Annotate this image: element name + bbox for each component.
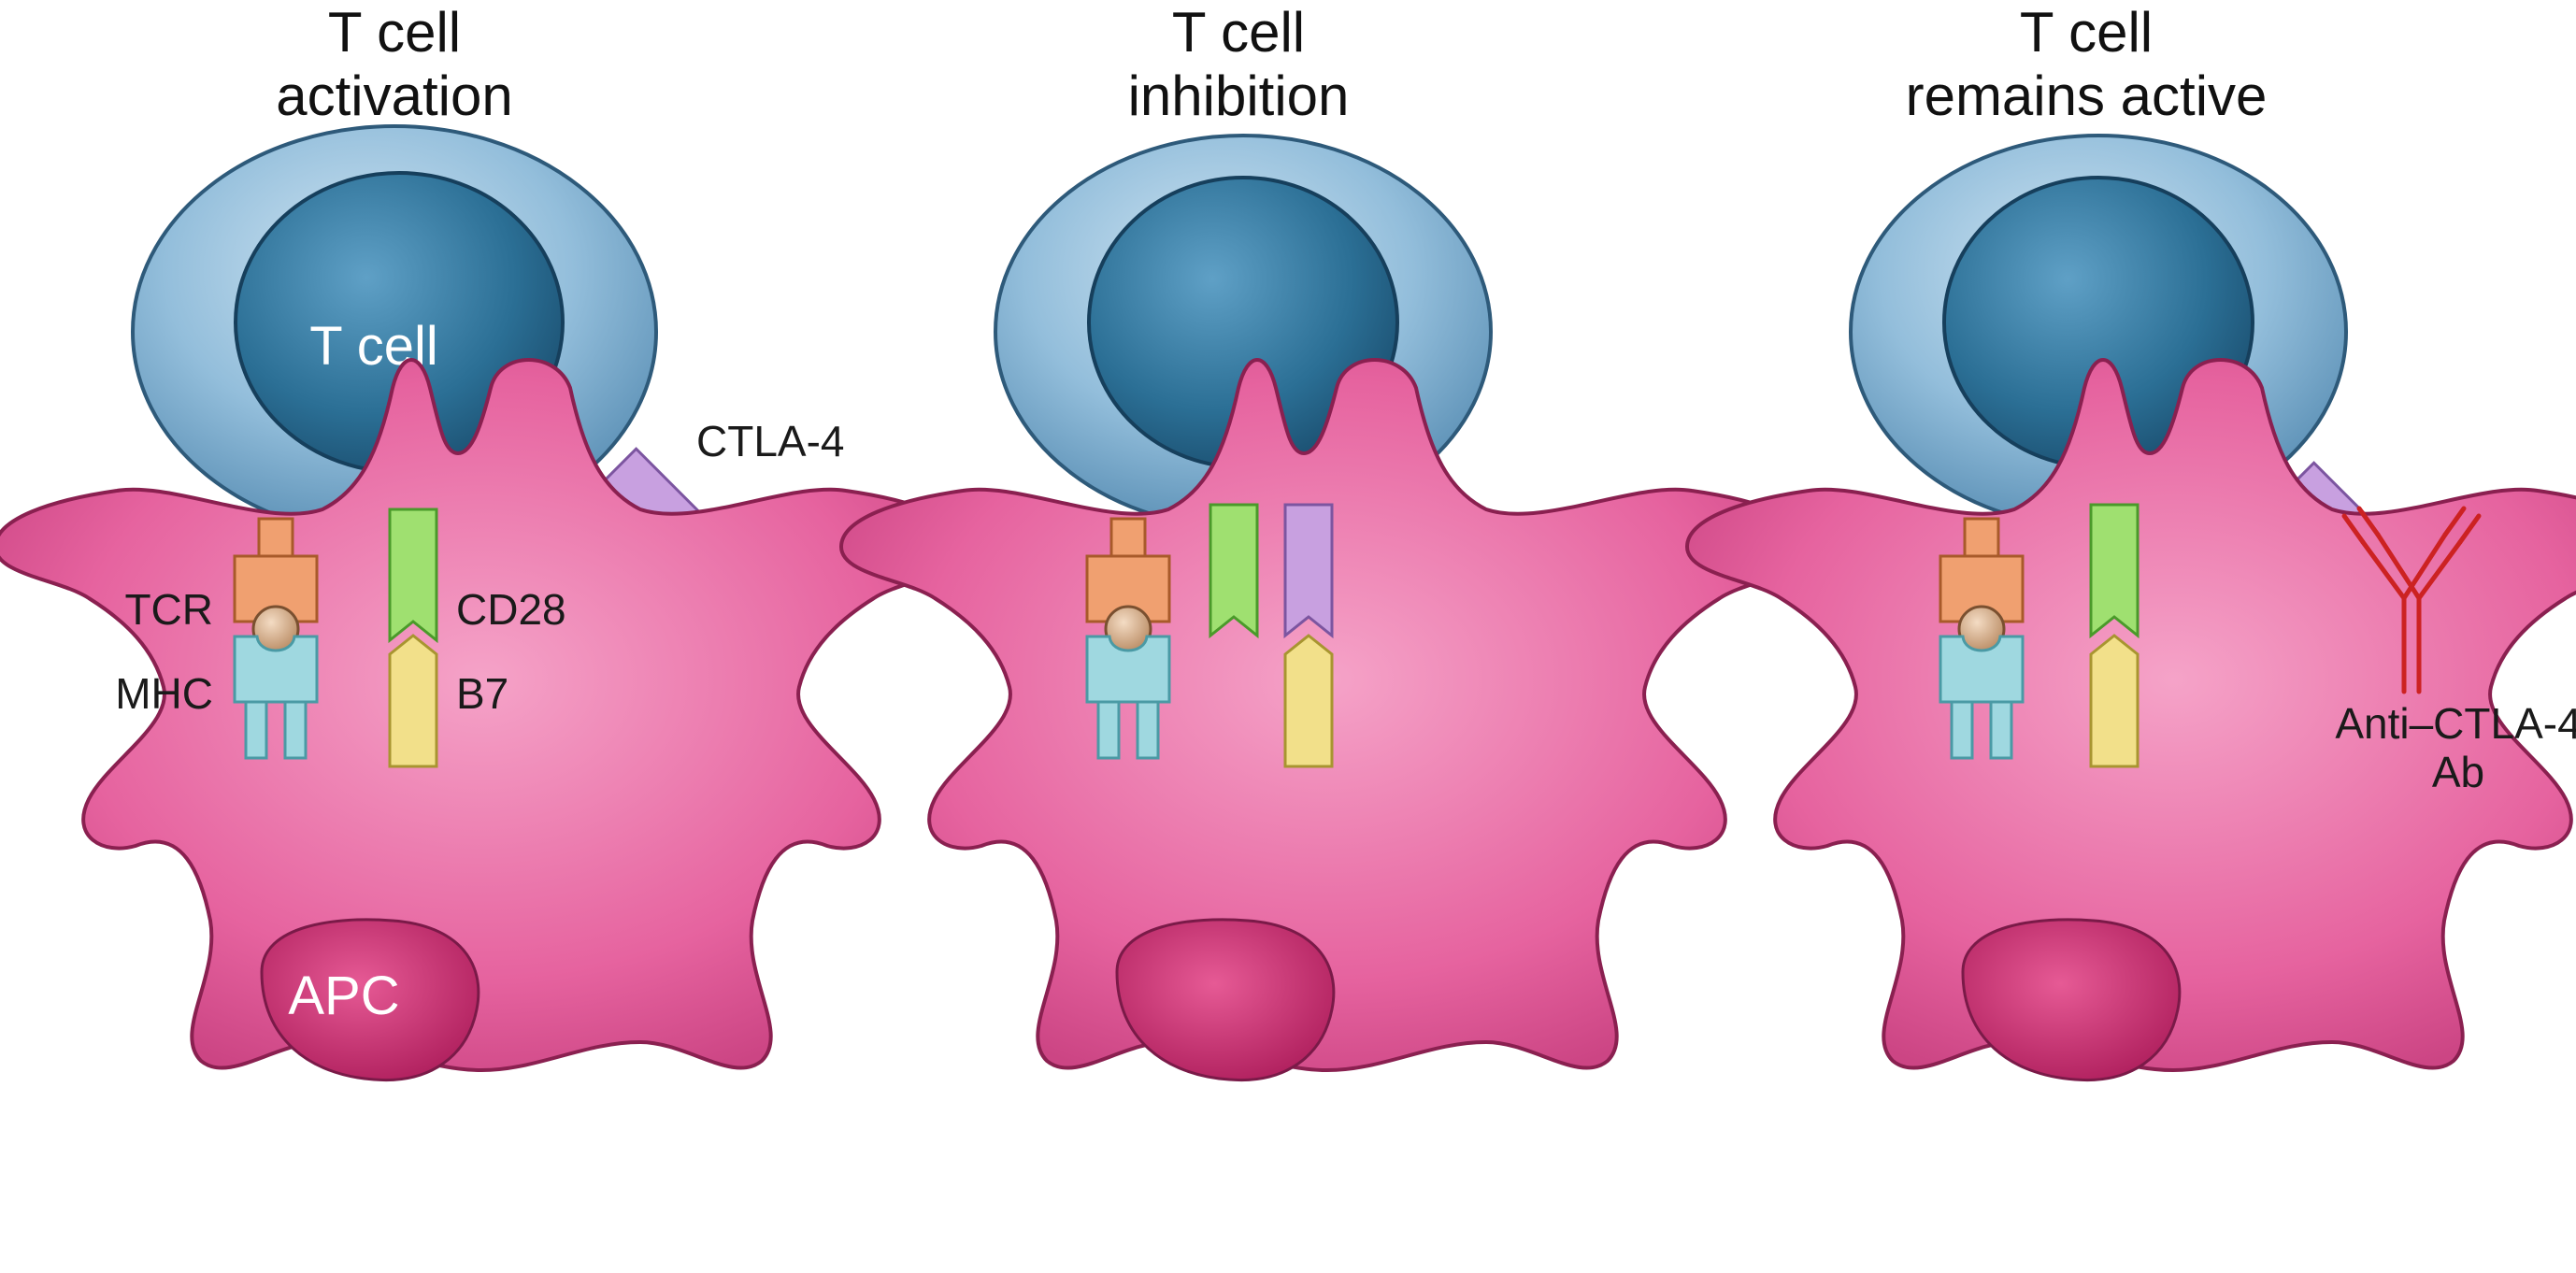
b7-ligand bbox=[2089, 634, 2140, 768]
b7-label: B7 bbox=[456, 669, 508, 718]
t-cell bbox=[131, 124, 658, 539]
panel-activation: T cell activation T cell APC CTLA-4 TCR … bbox=[0, 1, 969, 1082]
mhc-label: MHC bbox=[115, 669, 213, 718]
cd28-receptor bbox=[2089, 503, 2140, 637]
panel-title-line1: T cell bbox=[328, 1, 461, 64]
panel-title-line2: inhibition bbox=[1128, 64, 1350, 127]
cd28-label: CD28 bbox=[456, 585, 566, 634]
panel-inhibition: T cell inhibition bbox=[839, 1, 1815, 1082]
b7-ligand bbox=[1283, 634, 1334, 768]
b7-ligand bbox=[388, 634, 438, 768]
panel-remains-active: T cell remains active bbox=[1685, 1, 2576, 1082]
panel-title-line1: T cell bbox=[2020, 1, 2153, 64]
antibody-label-line2: Ab bbox=[2432, 748, 2484, 796]
panel-title-line2: remains active bbox=[1906, 64, 2268, 127]
t-cell bbox=[994, 134, 1493, 530]
anti-ctla4-antibody bbox=[2341, 506, 2482, 694]
apc-cell bbox=[0, 358, 969, 1082]
cd28-receptor bbox=[388, 508, 438, 642]
ctla4-receptor bbox=[1283, 503, 1334, 637]
apc-label: APC bbox=[288, 965, 399, 1026]
panel-title-line1: T cell bbox=[1172, 1, 1305, 64]
panel-title-line2: activation bbox=[276, 64, 512, 127]
ctla4-label: CTLA-4 bbox=[696, 417, 844, 465]
antibody-label-line1: Anti–CTLA-4 bbox=[2335, 699, 2576, 748]
tcr-label: TCR bbox=[124, 585, 213, 634]
cd28-receptor bbox=[1209, 503, 1259, 637]
